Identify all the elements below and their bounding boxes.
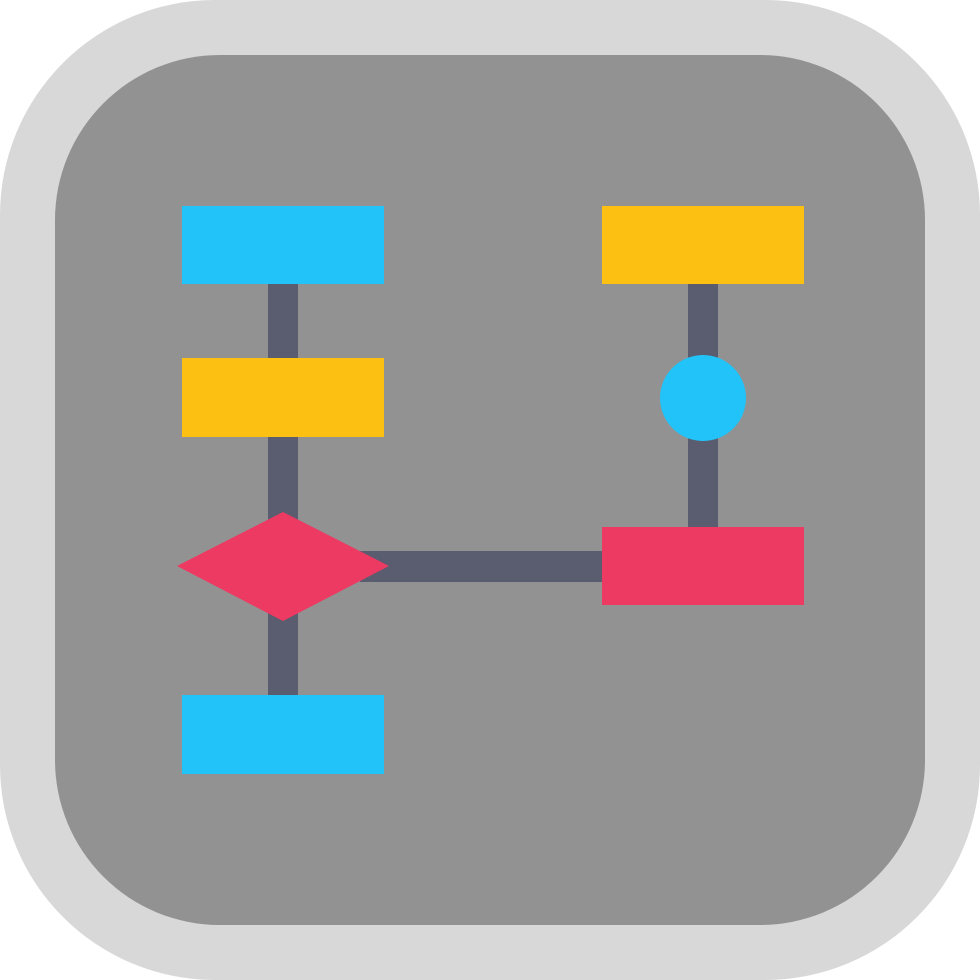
connector-left-vertical (268, 280, 298, 700)
top-right-block (602, 206, 804, 284)
middle-left-block (182, 358, 384, 437)
bottom-left-block (182, 695, 384, 774)
connector-horizontal (360, 551, 610, 582)
decision-diamond (177, 512, 389, 621)
right-target-block (602, 527, 804, 605)
right-node-circle (660, 355, 746, 441)
top-left-block (182, 206, 384, 284)
inner-panel (55, 55, 925, 925)
